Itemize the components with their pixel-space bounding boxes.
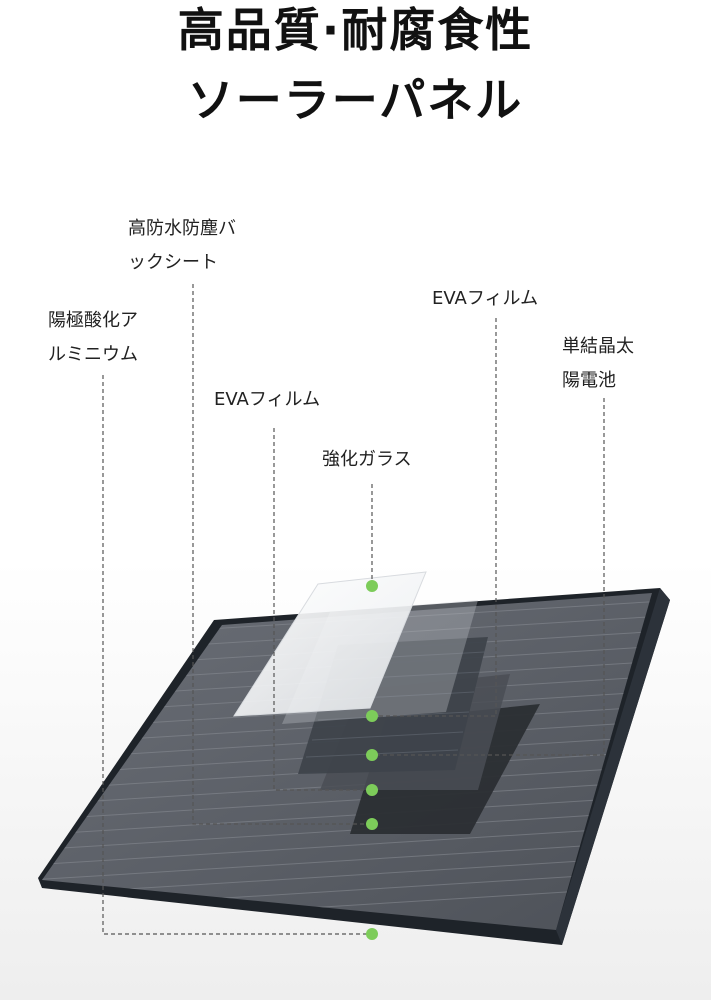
label-cell: 単結晶太 陽電池 — [562, 330, 634, 398]
label-eva-mid: EVAフィルム — [214, 383, 320, 417]
label-aluminum-line2: ルミニウム — [48, 344, 138, 365]
label-eva-mid-text: EVAフィルム — [214, 389, 321, 410]
label-eva-top-text: EVAフィルム — [432, 288, 539, 309]
label-cell-line2: 陽電池 — [562, 370, 616, 391]
leader-aluminum — [102, 375, 372, 935]
label-eva-top: EVAフィルム — [432, 282, 538, 316]
marker-eva-top — [366, 710, 378, 722]
label-aluminum: 陽極酸化ア ルミニウム — [48, 304, 138, 372]
panel-frame-edge — [556, 588, 670, 945]
label-cell-line1: 単結晶太 — [562, 336, 634, 357]
marker-glass — [366, 580, 378, 592]
label-backsheet-line2: ックシート — [128, 252, 218, 273]
marker-eva-mid — [366, 784, 378, 796]
label-aluminum-line1: 陽極酸化ア — [48, 310, 138, 331]
marker-aluminum — [366, 928, 378, 940]
title-line-1: 高品質·耐腐食性 — [177, 3, 534, 57]
title-line-2: ソーラーパネル — [187, 73, 524, 127]
leader-cell — [372, 398, 605, 756]
layer-tempered-glass — [233, 571, 427, 717]
label-backsheet: 高防水防塵バ ックシート — [128, 212, 236, 280]
leader-eva-mid — [273, 428, 372, 791]
marker-backsheet — [366, 818, 378, 830]
marker-cell — [366, 749, 378, 761]
leader-backsheet — [192, 284, 372, 825]
label-glass: 強化ガラス — [322, 443, 412, 477]
label-glass-text: 強化ガラス — [322, 449, 412, 470]
label-backsheet-line1: 高防水防塵バ — [128, 218, 236, 239]
